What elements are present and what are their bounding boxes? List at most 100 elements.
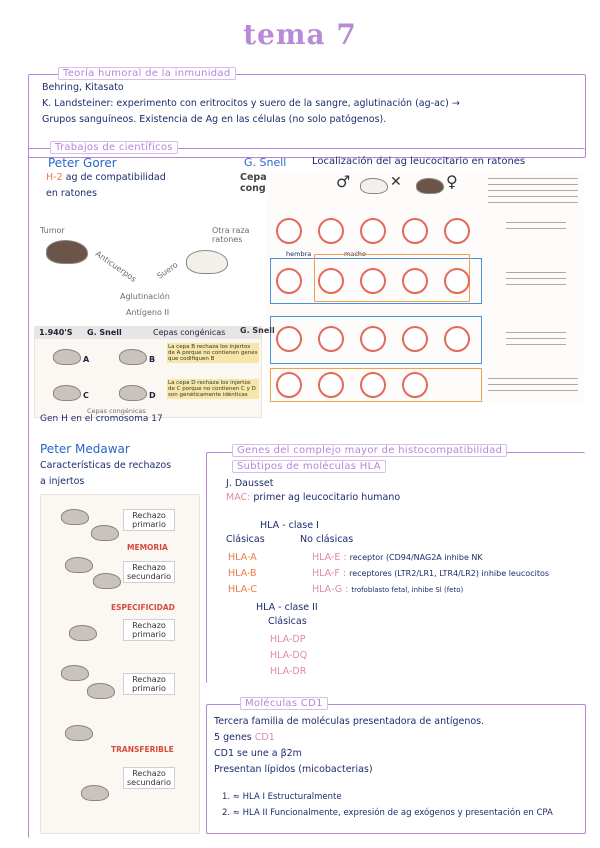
mouse-icon — [46, 240, 88, 264]
cd1-line-2: 5 genes CD1 — [214, 732, 275, 743]
cd1-line-3: CD1 se une a β2m — [214, 748, 302, 759]
text-line — [488, 378, 578, 379]
clasicas-1: Clásicas — [226, 534, 265, 545]
offspring-circle — [402, 372, 428, 398]
text-line — [488, 390, 578, 391]
female-symbol-icon: ♀ — [446, 172, 458, 191]
hembra-label: hembra — [286, 250, 311, 258]
text-line — [488, 196, 578, 197]
clasicas-2: Clásicas — [268, 616, 307, 627]
fig-rechazo-primario-2: Rechazo primario — [123, 619, 175, 641]
letter-c: C — [83, 391, 89, 400]
fig-memoria: MEMORIA — [127, 543, 168, 552]
medawar-figure: Rechazo primario MEMORIA Rechazo secunda… — [40, 494, 200, 834]
text-line — [506, 344, 566, 345]
timeline-cepas: Cepas congénicas — [153, 328, 225, 337]
gorer-h2: H-2 — [46, 172, 63, 183]
clase2-title: HLA - clase II — [256, 602, 318, 613]
text-line — [506, 284, 566, 285]
fig-rechazo-secundario-1: Rechazo secundario — [123, 561, 175, 583]
text-line — [506, 332, 566, 333]
hla-g: HLA-G : — [312, 584, 348, 595]
mouse-icon — [416, 178, 444, 194]
snell-name: G. Snell — [244, 156, 286, 169]
gorer-text-1: ag de compatibilidad — [66, 172, 166, 183]
offspring-circle — [318, 372, 344, 398]
offspring-circle — [318, 326, 344, 352]
mouse-icon — [360, 178, 388, 194]
fig-transferible: TRANSFERIBLE — [111, 745, 174, 754]
medawar-text-2: a injertos — [40, 476, 84, 487]
mouse-icon — [53, 385, 81, 401]
text-line — [488, 202, 578, 203]
hla-e: HLA-E : — [312, 552, 347, 563]
letter-d: D — [149, 391, 156, 400]
ab-text: La cepa B rechaza los injertos de A porq… — [167, 343, 259, 363]
hla-f-text: receptores (LTR2/LR1, LTR4/LR2) inhibe l… — [349, 569, 549, 578]
noclasicas-1: No clásicas — [300, 534, 353, 545]
male-symbol-icon: ♂ — [336, 172, 350, 191]
hla-b: HLA-B — [228, 568, 257, 579]
offspring-circle — [318, 268, 344, 294]
section-mhc-label-2: Subtipos de moléculas HLA — [232, 460, 386, 473]
hla-dp: HLA-DP — [270, 634, 305, 645]
mouse-icon — [61, 665, 89, 681]
mouse-icon — [186, 250, 228, 274]
section-cientificos-label: Trabajos de científicos — [50, 141, 178, 154]
fig-rechazo-primario-1: Rechazo primario — [123, 509, 175, 531]
letter-b: B — [149, 355, 155, 364]
timeline-year: 1.940'S — [39, 328, 73, 337]
text-line — [488, 190, 578, 191]
humoral-line-3: Grupos sanguíneos. Existencia de Ag en l… — [42, 114, 386, 125]
section-mhc-label-1: Genes del complejo mayor de histocompati… — [232, 444, 507, 457]
section-cd1-label: Moléculas CD1 — [240, 697, 328, 710]
hla-f-line: HLA-F : receptores (LTR2/LR1, LTR4/LR2) … — [312, 568, 549, 579]
fig-tumor-label: Tumor — [40, 226, 65, 235]
offspring-circle — [360, 372, 386, 398]
cd1-line-1: Tercera familia de moléculas presentador… — [214, 716, 484, 727]
hla-e-line: HLA-E : receptor (CD94/NAG2A inhibe NK — [312, 552, 483, 563]
offspring-circle — [444, 268, 470, 294]
offspring-circle — [444, 326, 470, 352]
dausset-name: J. Dausset — [226, 478, 273, 489]
gorer-text: H-2 ag de compatibilidad — [46, 172, 166, 183]
mouse-icon — [93, 573, 121, 589]
fig-rechazo-secundario-2: Rechazo secundario — [123, 767, 175, 789]
mouse-icon — [119, 385, 147, 401]
offspring-circle — [402, 326, 428, 352]
cd1-item-1: 1. ≈ HLA I Estructuralmente — [222, 792, 342, 802]
hla-f: HLA-F : — [312, 568, 346, 579]
cd1-genes: 5 genes — [214, 732, 252, 743]
fig-aglutinacion-label: Aglutinación — [120, 292, 170, 301]
mac-label: MAC: — [226, 492, 250, 503]
mouse-icon — [81, 785, 109, 801]
mouse-icon — [65, 725, 93, 741]
offspring-circle — [276, 326, 302, 352]
mac-line: MAC: primer ag leucocitario humano — [226, 492, 400, 503]
offspring-circle — [360, 326, 386, 352]
offspring-circle — [402, 268, 428, 294]
text-line — [506, 338, 566, 339]
humoral-line-1: Behring, Kitasato — [42, 82, 124, 93]
mouse-icon — [87, 683, 115, 699]
offspring-circle — [276, 218, 302, 244]
hla-c: HLA-C — [228, 584, 257, 595]
gorer-name: Peter Gorer — [48, 156, 117, 170]
cd1-gene-name: CD1 — [255, 732, 275, 743]
gsnell-fig-label: G. Snell — [240, 326, 275, 335]
mac-text: primer ag leucocitario humano — [253, 492, 400, 503]
cross-icon: ✕ — [390, 174, 402, 190]
mouse-icon — [91, 525, 119, 541]
text-line — [488, 178, 578, 179]
offspring-circle — [276, 372, 302, 398]
hla-e-text: receptor (CD94/NAG2A inhibe NK — [350, 553, 483, 562]
mouse-icon — [69, 625, 97, 641]
offspring-circle — [318, 218, 344, 244]
hla-g-text: trofoblasto fetal, inhibe Sl (feto) — [351, 586, 463, 594]
offspring-circle — [444, 218, 470, 244]
medawar-name: Peter Medawar — [40, 442, 130, 456]
offspring-circle — [360, 218, 386, 244]
fig-especificidad: ESPECIFICIDAD — [111, 603, 175, 612]
letter-a: A — [83, 355, 89, 364]
mouse-icon — [53, 349, 81, 365]
